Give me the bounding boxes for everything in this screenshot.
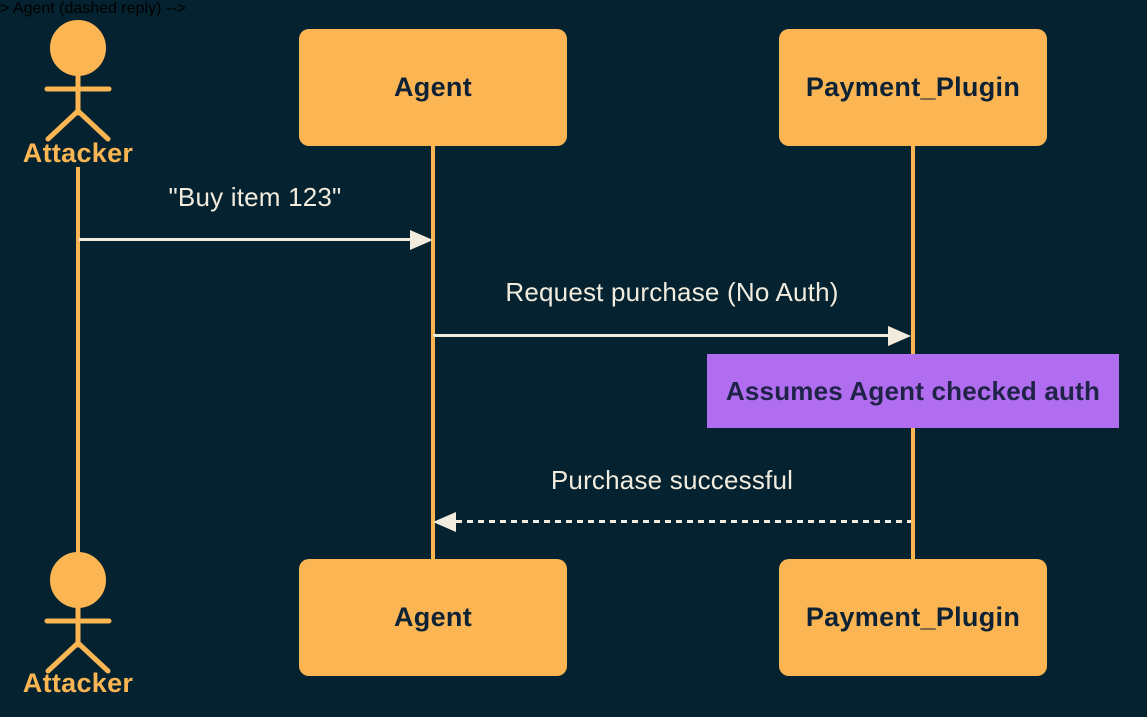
participant-label-agent-top: Agent — [394, 72, 472, 102]
message-2-line — [433, 334, 889, 337]
message-1-arrowhead-icon — [410, 230, 433, 250]
attacker-stick-figure-icon — [44, 20, 112, 142]
message-1-line — [79, 238, 411, 241]
lifeline-agent — [431, 146, 435, 559]
attacker-stick-figure-icon-bottom — [44, 552, 112, 674]
message-1-label: "Buy item 123" — [168, 182, 342, 212]
participant-label-payment-top: Payment_Plugin — [805, 72, 1021, 102]
lifeline-payment — [911, 146, 915, 559]
participant-label-agent-bottom: Agent — [394, 602, 472, 632]
message-3-label: Purchase successful — [550, 465, 794, 495]
note-over-payment: Assumes Agent checked auth — [707, 354, 1119, 428]
participant-box-payment-top: Payment_Plugin — [779, 29, 1047, 146]
participant-box-agent-top: Agent — [299, 29, 567, 146]
lifeline-attacker — [76, 167, 80, 555]
message-3-arrowhead-icon — [433, 512, 456, 532]
message-3-dashed-line — [456, 520, 911, 523]
note-text: Assumes Agent checked auth — [725, 375, 1101, 406]
participant-box-agent-bottom: Agent — [299, 559, 567, 676]
message-2-label: Request purchase (No Auth) — [505, 277, 839, 307]
participant-label-payment-bottom: Payment_Plugin — [805, 602, 1021, 632]
actor-label-attacker-top: Attacker — [22, 138, 134, 168]
message-2-arrowhead-icon — [888, 326, 911, 346]
actor-label-attacker-bottom: Attacker — [22, 668, 134, 698]
participant-box-payment-bottom: Payment_Plugin — [779, 559, 1047, 676]
